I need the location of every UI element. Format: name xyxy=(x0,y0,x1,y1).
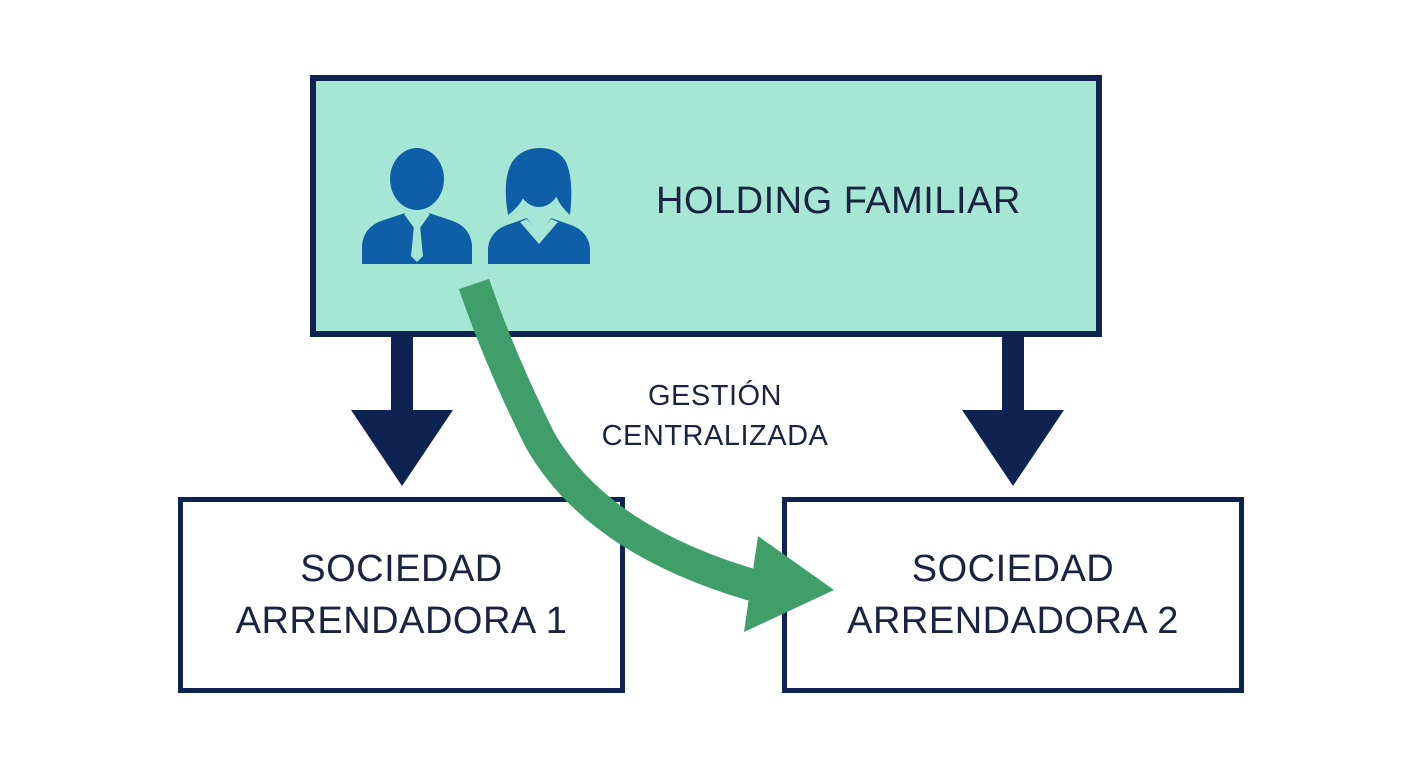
sub-box-1-line-1: SOCIEDAD xyxy=(300,548,503,590)
sub-box-1-line-2: ARRENDADORA 1 xyxy=(235,600,568,642)
sub-box-2-line-1: SOCIEDAD xyxy=(911,548,1115,590)
management-label: GESTIÓN CENTRALIZADA xyxy=(575,376,855,456)
down-arrow-right xyxy=(962,336,1064,486)
management-label-line-2: CENTRALIZADA xyxy=(601,420,829,452)
sub-box-2-line-2: ARRENDADORA 2 xyxy=(847,600,1179,642)
sociedad-arrendadora-2-box: SOCIEDAD ARRENDADORA 2 xyxy=(782,497,1244,693)
holding-title: HOLDING FAMILIAR xyxy=(656,180,1021,222)
sociedad-arrendadora-1-box: SOCIEDAD ARRENDADORA 1 xyxy=(178,497,625,693)
management-label-line-1: GESTIÓN xyxy=(647,380,782,412)
down-arrow-left xyxy=(351,336,453,486)
